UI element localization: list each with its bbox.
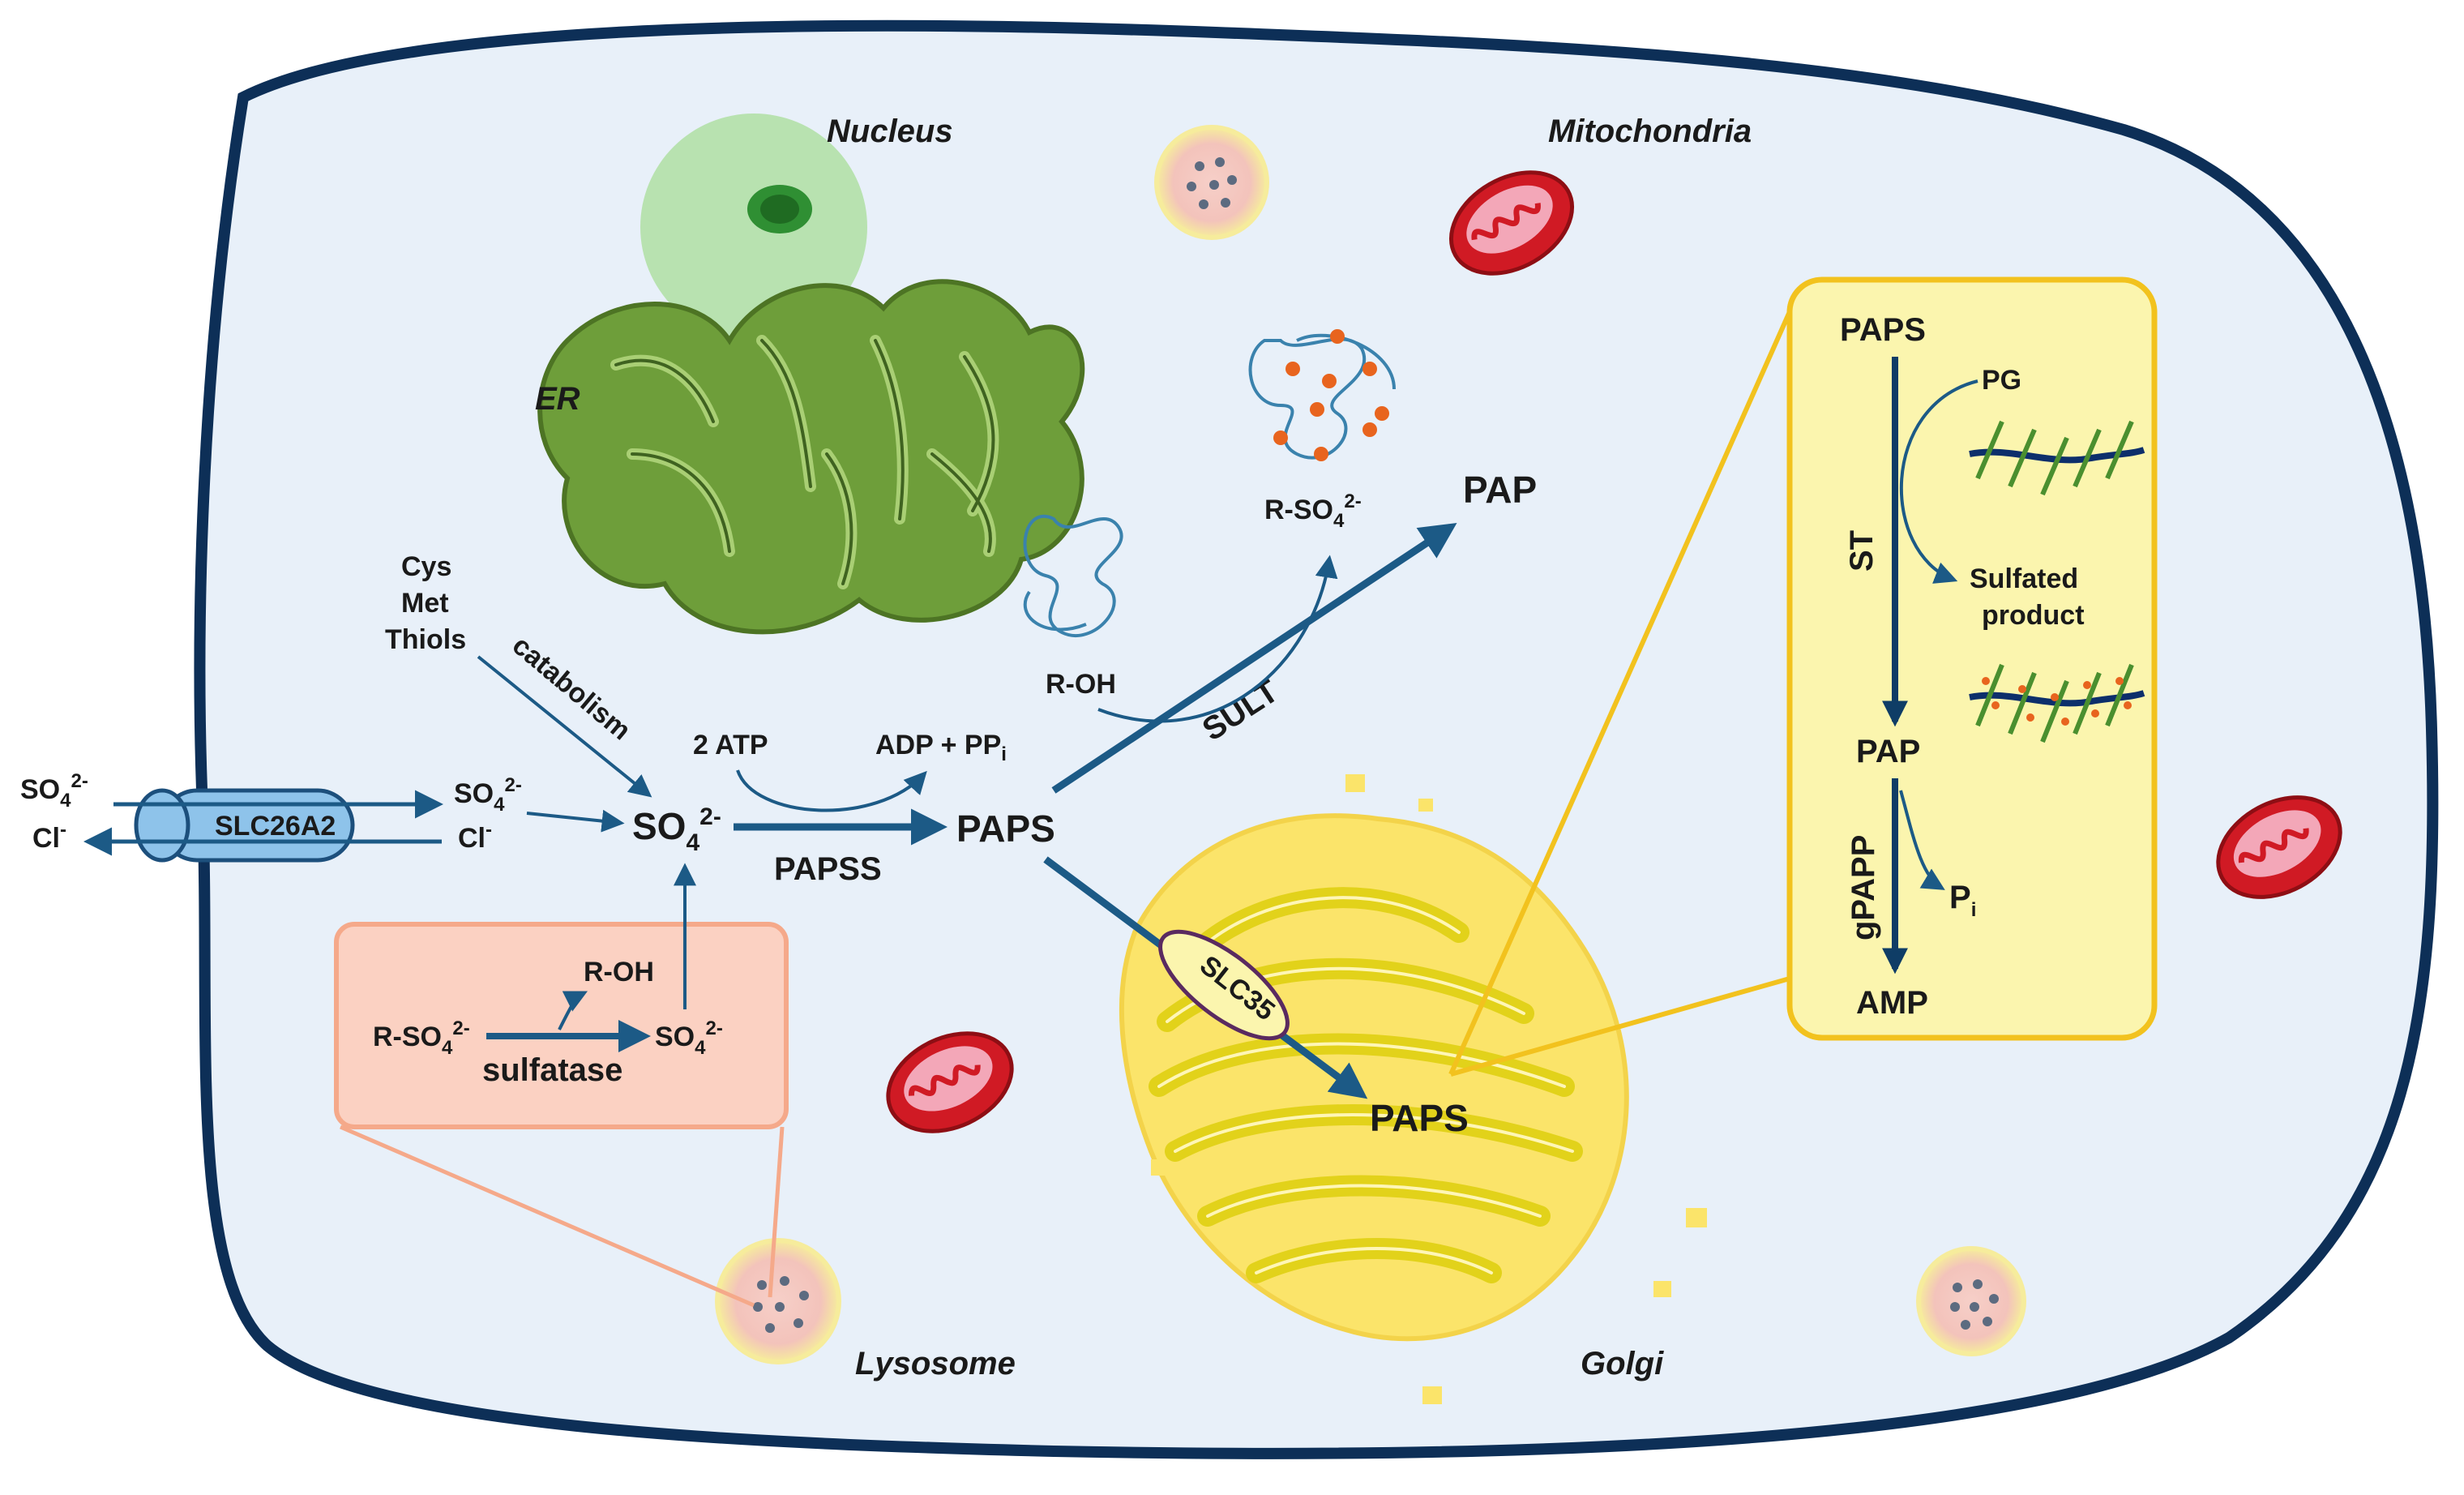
inset-pi: Pi [1949,880,1976,921]
lysosome-top [1154,125,1269,240]
inset-pg-curve [1899,379,1978,584]
inset-amp: AMP [1856,985,1928,1021]
nucleus-label: Nucleus [827,114,953,149]
thiols-label: Thiols [385,624,466,655]
substrate-protein-unsulfated [1023,515,1123,637]
papss-label: PAPSS [774,851,882,887]
so4-outside: SO42- [20,770,88,812]
r-so4-label: R-SO42- [1264,490,1362,532]
proteoglycan-unsulfated [1969,420,2145,496]
so4-main: SO42- [632,803,721,856]
er-label: ER [535,381,580,417]
lyso-r-oh-arrow [558,991,588,1030]
adp-label: ADP + PPi [875,730,1007,765]
golgi-organelle [1119,774,1707,1404]
cytosol-so4-arrow [526,809,625,833]
inset-gpapp-label: gPAPP [1846,835,1881,940]
lysosome-bottom-right [1916,1246,2026,1356]
substrate-protein-sulfated [1248,329,1396,461]
golgi-label: Golgi [1581,1346,1664,1381]
sulfatase-label: sulfatase [482,1052,622,1088]
lyso-so4-label: SO42- [655,1017,723,1059]
inset-sulfated-line1: Sulfated [1970,563,2078,594]
er-organelle [537,279,1085,635]
inset-paps: PAPS [1840,312,1926,348]
paps-main: PAPS [956,807,1055,850]
atp-label: 2 ATP [693,730,768,760]
cys-label: Cys [401,551,451,582]
inset-pg: PG [1982,365,2021,396]
proteoglycan-sulfated [1969,663,2145,743]
cl-inside: Cl- [458,819,492,854]
atp-adp-curve [736,769,927,812]
lysosome-zoom-line-right [768,1126,785,1298]
inset-zoom-line-top [1448,306,1794,1076]
r-oh-to-product-arrow [1097,555,1338,723]
mitochondrion-mid [886,1031,1014,1133]
lysosome-bottom-left [715,1238,841,1364]
lyso-r-oh-label: R-OH [584,957,654,987]
inset-sulfated-line2: product [1982,600,2085,631]
slc35-transporter [1158,929,1290,1041]
catabolism-arrow [477,655,652,798]
nucleus [640,114,867,341]
lysosome-zoom-line-left [340,1124,755,1308]
inset-pi-curve [1899,790,1945,890]
cl-outside: Cl- [32,819,66,854]
r-oh-label: R-OH [1046,669,1116,700]
inset-st-label: ST [1844,530,1880,572]
mitochondria-label: Mitochondria [1548,114,1752,149]
paps-golgi: PAPS [1370,1097,1469,1139]
golgi-inset-panel [1786,276,2158,1041]
lyso-r-so4-label: R-SO42- [373,1017,470,1059]
lysosome-label: Lysosome [855,1346,1016,1381]
sult-arrow [1051,523,1457,794]
inset-zoom-line-bottom [1450,975,1796,1077]
mitochondrion-right [2216,795,2342,899]
met-label: Met [401,588,449,619]
inset-pap: PAP [1856,734,1920,769]
slc26a2-label: SLC26A2 [215,811,336,842]
mitochondrion-top [1448,170,1575,276]
so4-inside: SO42- [454,774,522,816]
pap-main: PAP [1463,469,1537,511]
